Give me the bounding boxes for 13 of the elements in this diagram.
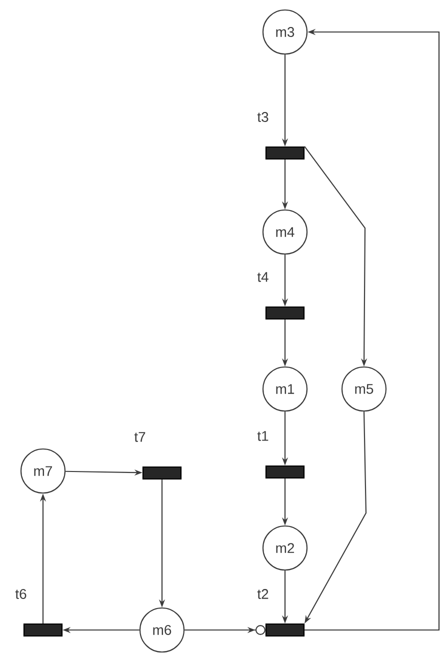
transition-bar — [265, 465, 305, 479]
transition-bar — [265, 306, 305, 320]
transition-label: t3 — [257, 112, 268, 122]
transition-label: t4 — [257, 272, 268, 282]
transition-bar — [265, 146, 305, 160]
transition-label: t2 — [257, 589, 268, 599]
transition-bar — [142, 466, 182, 480]
transition-label: t7 — [134, 432, 146, 442]
transition-bar — [23, 623, 63, 637]
arrow — [184, 625, 266, 635]
transition-label: t1 — [257, 431, 268, 441]
transition-label: t6 — [15, 589, 26, 599]
transition-bar — [265, 623, 305, 637]
